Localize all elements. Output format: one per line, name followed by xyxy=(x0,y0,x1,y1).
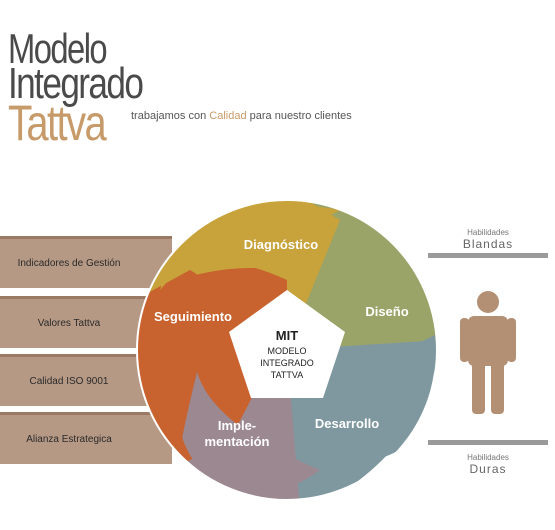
habilidades-blandas-small: Habilidades xyxy=(467,228,509,237)
swirl-implementacion xyxy=(180,360,320,496)
title-line-2: Integrado xyxy=(8,59,144,108)
habilidades-duras-big: Duras xyxy=(469,462,507,476)
bar-label: Calidad ISO 9001 xyxy=(29,376,109,387)
label-diagnostico: Diagnóstico xyxy=(244,237,318,252)
label-implementacion-2: mentación xyxy=(204,434,269,449)
title-line-1: Modelo xyxy=(8,25,108,72)
label-desarrollo: Desarrollo xyxy=(315,416,379,431)
swirl-seguimiento xyxy=(144,284,240,450)
label-implementacion-1: Imple- xyxy=(218,418,256,433)
title-line-3: Tattva xyxy=(8,95,107,151)
bar-label: Alianza Estrategica xyxy=(26,434,112,445)
tagline-before: trabajamos con xyxy=(131,110,210,122)
habilidades-duras-small: Habilidades xyxy=(467,453,509,462)
person-icon xyxy=(460,291,516,414)
habilidades-blandas-big: Blandas xyxy=(462,237,514,251)
center-line-2: INTEGRADO xyxy=(260,358,314,368)
bar-label: Valores Tattva xyxy=(37,318,101,329)
center-line-3: TATTVA xyxy=(271,370,304,380)
center-pentagon xyxy=(229,290,345,398)
swirl-desarrollo xyxy=(320,335,436,470)
label-diseno: Diseño xyxy=(365,304,408,319)
label-seguimiento: Seguimiento xyxy=(154,309,232,324)
center-line-1: MODELO xyxy=(267,346,306,356)
tagline-highlight: Calidad xyxy=(209,110,247,122)
swirl-diseno xyxy=(340,210,435,330)
tagline: trabajamos con Calidad para nuestro clie… xyxy=(131,110,352,122)
bar-indicadores: Indicadores de Gestión xyxy=(0,236,172,288)
bar-label: Indicadores de Gestión xyxy=(17,258,121,269)
center-title: MIT xyxy=(276,328,298,343)
habilidades-blandas: Habilidades Blandas xyxy=(428,228,548,258)
habilidades-duras: Habilidades Duras xyxy=(428,440,548,476)
bar-alianza: Alianza Estrategica xyxy=(0,412,172,464)
swirl-diagnostico xyxy=(160,205,340,290)
habilidades-duras-line xyxy=(428,440,548,445)
habilidades-blandas-line xyxy=(428,253,548,258)
tagline-after: para nuestro clientes xyxy=(246,110,352,122)
